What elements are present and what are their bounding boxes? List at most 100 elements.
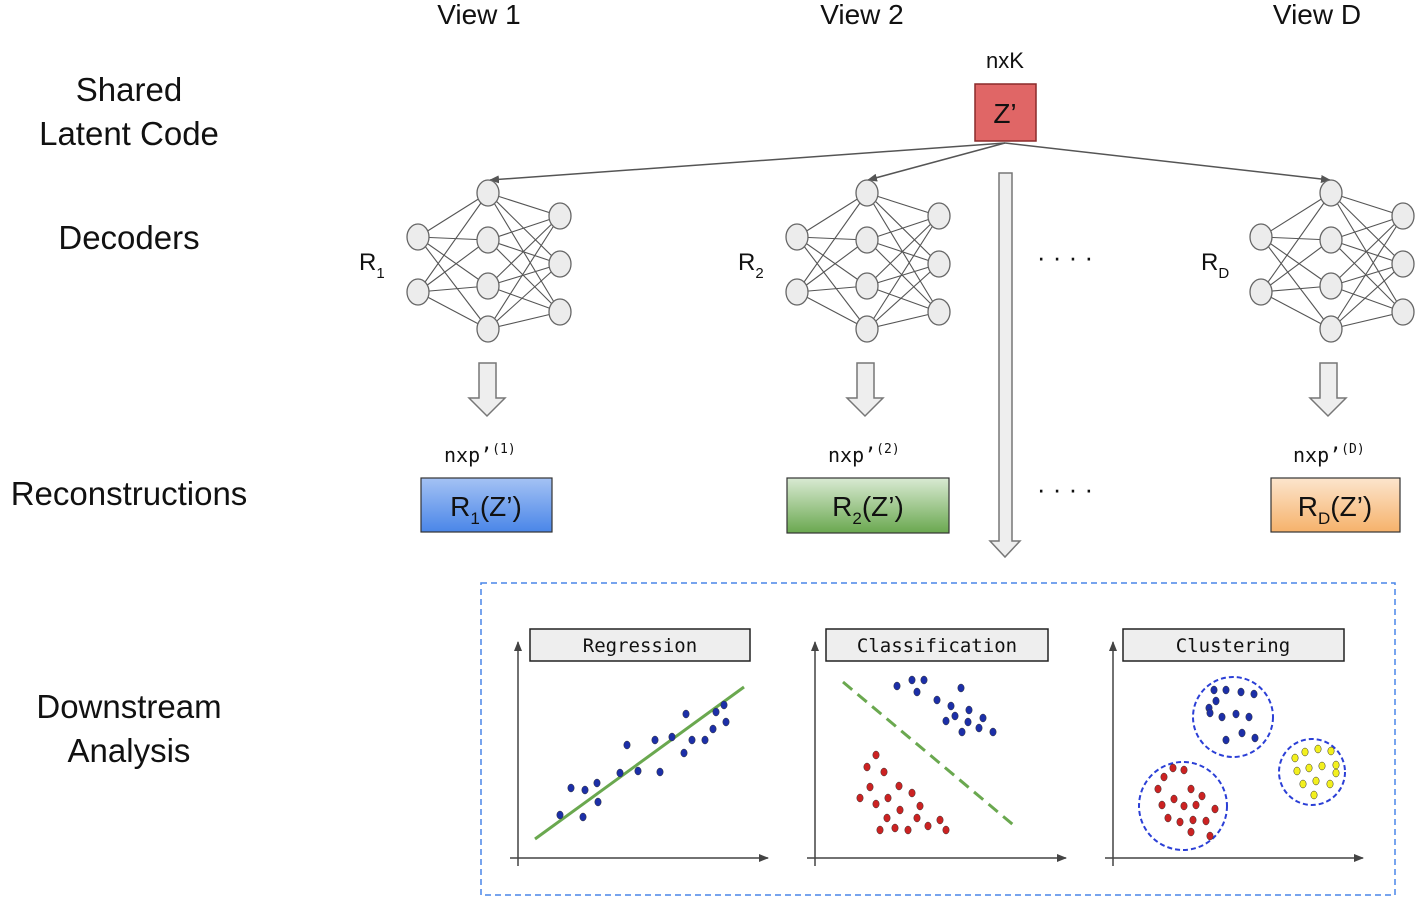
clustering-point-blue (1237, 687, 1245, 697)
latent-code-box (974, 83, 1037, 142)
clustering-point-blue (1206, 708, 1214, 718)
network-node (927, 202, 951, 230)
clustering-point-yellow (1318, 761, 1326, 771)
classification-title-box (825, 628, 1049, 662)
classification-point-blue (975, 723, 983, 733)
clustering-point-red (1164, 813, 1172, 823)
classification-point-red (891, 823, 899, 833)
network-edge (866, 285, 940, 313)
network-edges (417, 192, 561, 330)
regression-point (651, 735, 659, 745)
regression-point (567, 783, 575, 793)
classification-point-red (866, 782, 874, 792)
network-edge (866, 215, 940, 287)
network-edge (1260, 236, 1332, 330)
clustering-point-blue (1222, 735, 1230, 745)
regression-point (593, 778, 601, 788)
network-edge (1260, 291, 1332, 330)
clustering-point-red (1187, 827, 1195, 837)
network-edge (417, 236, 489, 330)
network-edge (866, 215, 940, 241)
clustering-point-blue (1212, 696, 1220, 706)
clustering-point-red (1158, 800, 1166, 810)
regression-point (682, 709, 690, 719)
network-node (855, 315, 879, 343)
clustering-title-box (1122, 628, 1345, 662)
network-edge (1330, 215, 1404, 287)
network-edge (1330, 263, 1404, 287)
regression-point (656, 767, 664, 777)
network-node (1319, 272, 1343, 300)
network-edge (796, 236, 868, 330)
network-edge (1330, 263, 1404, 330)
regression-point (688, 735, 696, 745)
view-1-header: View 1 (437, 0, 521, 30)
clustering-point-red (1206, 831, 1214, 841)
decoder-label-1: R1 (359, 249, 385, 282)
regression-point (634, 766, 642, 776)
regression-point (594, 797, 602, 807)
network-edge (866, 215, 940, 330)
clustering-point-red (1198, 791, 1206, 801)
network-node (476, 272, 500, 300)
regression-point (581, 785, 589, 795)
network-edge (796, 236, 868, 287)
network-node (548, 298, 572, 326)
clustering-point-red (1202, 816, 1210, 826)
regression-point (616, 768, 624, 778)
classification-point-red (896, 805, 904, 815)
clustering-point-yellow (1293, 766, 1301, 776)
regression-point (701, 735, 709, 745)
regression-point (722, 717, 730, 727)
reconstruction-box-d (1270, 477, 1401, 533)
regression-point (668, 732, 676, 742)
network-edge (1260, 192, 1332, 293)
classification-point-blue (908, 675, 916, 685)
classification-point-red (884, 793, 892, 803)
row-label-analysis: Analysis (68, 732, 191, 769)
network-edge (417, 285, 489, 293)
network-node (927, 250, 951, 278)
regression-points (556, 700, 730, 822)
classification-point-red (904, 825, 912, 835)
network-node (1391, 298, 1415, 326)
classification-point-red (942, 825, 950, 835)
network-node (476, 315, 500, 343)
classification-point-red (880, 767, 888, 777)
reconstruction-label-2: R2(Z’) (832, 491, 904, 528)
network-edge (796, 236, 868, 241)
arrow-to-decoder-1 (489, 142, 1006, 184)
row-label-decoders: Decoders (58, 219, 199, 256)
clustering-point-blue (1210, 685, 1218, 695)
clustering-title: Clustering (1176, 635, 1290, 657)
network-node (1249, 278, 1273, 306)
network-edge (1260, 236, 1332, 241)
arrow-to-decoder-2 (867, 142, 1006, 182)
network-edge (796, 192, 868, 238)
decoder-d-output-arrow (1308, 362, 1348, 418)
network-node (1319, 179, 1343, 207)
regression-fit-line (534, 685, 745, 841)
network-edges (796, 192, 940, 330)
network-edge (487, 263, 561, 287)
classification-point-red (895, 781, 903, 791)
network-edge (1330, 285, 1404, 313)
network-node (785, 278, 809, 306)
latent-dim-label: nxK (986, 48, 1024, 73)
network-edges (1260, 192, 1404, 330)
clustering-point-red (1189, 815, 1197, 825)
network-edge (417, 236, 489, 241)
clustering-point-red (1187, 784, 1195, 794)
row-label-downstream: Downstream (36, 688, 221, 725)
network-edge (487, 215, 561, 287)
decoder-network-d (1249, 179, 1415, 343)
network-edge (487, 215, 561, 241)
network-edge (487, 239, 561, 313)
network-edge (866, 311, 940, 330)
clustering-point-yellow (1310, 790, 1318, 800)
recon-1-dim: nxp’(1) (444, 442, 516, 467)
row-label-shared: Shared (76, 71, 182, 108)
network-edge (796, 239, 868, 293)
clustering-point-red (1154, 784, 1162, 794)
network-edge (866, 263, 940, 287)
